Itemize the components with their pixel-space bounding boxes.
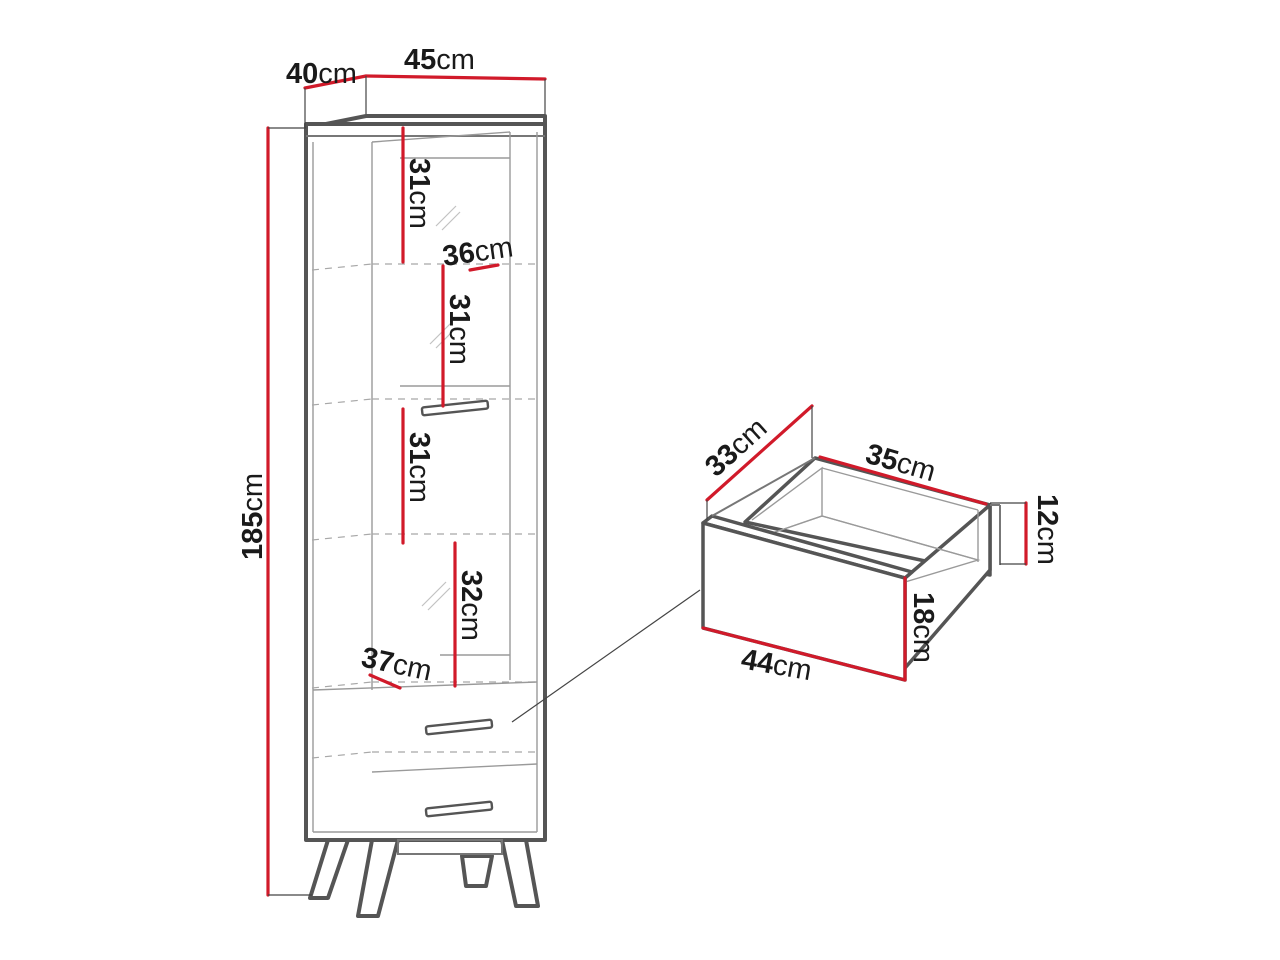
door-handle bbox=[420, 399, 490, 417]
drawer-handle-top bbox=[424, 718, 494, 736]
detail-connector bbox=[511, 589, 701, 723]
shelf1-height-label: 31cm bbox=[403, 158, 435, 229]
cabinet-height-label: 185cm bbox=[237, 473, 269, 560]
cabinet-dimension-lines bbox=[266, 74, 547, 897]
shelf-depth-upper-label: 36cm bbox=[441, 231, 516, 273]
shelf3-height-label: 31cm bbox=[403, 432, 435, 503]
shelf-depth-lower-label: 37cm bbox=[359, 642, 435, 688]
cabinet-width-label: 45cm bbox=[404, 44, 475, 76]
drawer-front-width-label: 44cm bbox=[739, 643, 814, 687]
drawer-inner-height-label: 12cm bbox=[1031, 494, 1063, 565]
glass-reflections bbox=[421, 205, 461, 611]
cabinet-body bbox=[304, 122, 547, 842]
cabinet-shelves bbox=[311, 263, 538, 759]
drawer-handle-bottom bbox=[424, 800, 494, 818]
drawer-front-height-label: 18cm bbox=[907, 592, 939, 663]
drawer-dimension-lines bbox=[701, 404, 1028, 682]
cabinet-legs bbox=[308, 838, 540, 918]
cabinet-depth-label: 40cm bbox=[286, 58, 357, 90]
drawer-drawing bbox=[701, 456, 1001, 682]
shelf2-height-label: 31cm bbox=[443, 294, 475, 365]
shelf4-height-label: 32cm bbox=[455, 570, 487, 641]
cabinet-drawing bbox=[266, 74, 547, 918]
